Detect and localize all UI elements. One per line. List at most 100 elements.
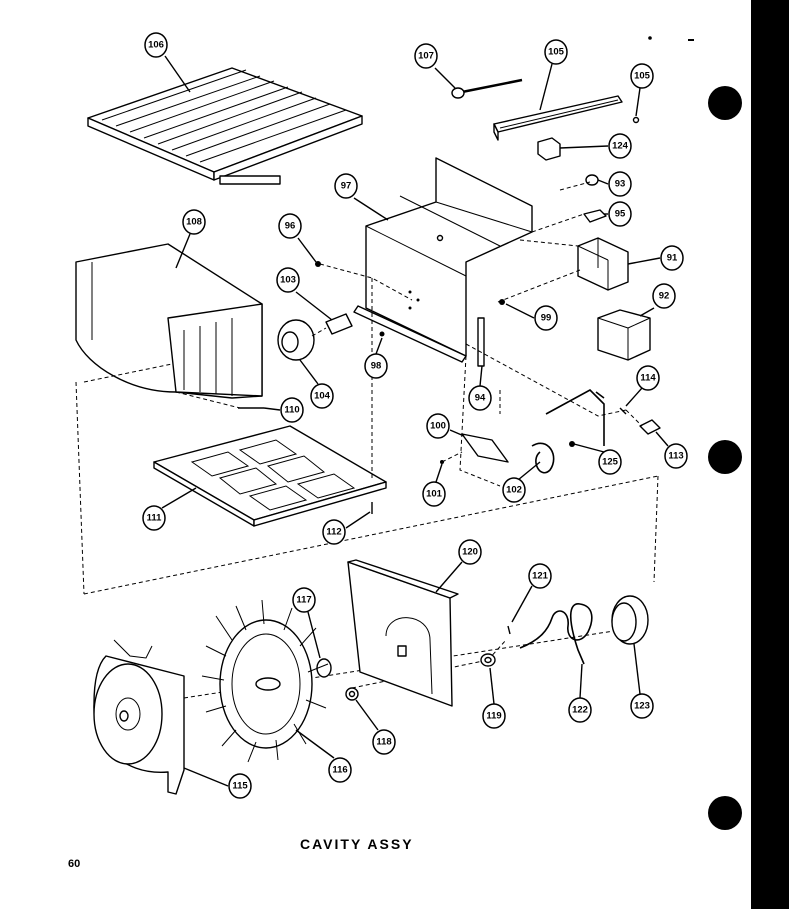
part-screw-121 xyxy=(507,625,511,635)
svg-text:100: 100 xyxy=(430,421,446,432)
callout-108: 108 xyxy=(175,209,206,269)
part-bracket-rail xyxy=(493,95,640,141)
svg-text:101: 101 xyxy=(426,489,443,500)
svg-text:105: 105 xyxy=(634,71,651,82)
svg-text:106: 106 xyxy=(148,40,164,51)
svg-text:121: 121 xyxy=(532,571,549,582)
svg-text:102: 102 xyxy=(506,485,522,496)
callout-106: 106 xyxy=(144,32,191,93)
part-washer-93 xyxy=(585,174,599,186)
callout-101: 101 xyxy=(422,463,446,507)
callout-92: 92 xyxy=(639,283,676,317)
part-screw-98 xyxy=(379,331,385,337)
part-probe xyxy=(451,78,523,99)
callout-105-a: 105 xyxy=(539,39,568,111)
part-screw-99 xyxy=(499,299,505,305)
callout-110: 110 xyxy=(263,397,304,423)
part-bracket-100 xyxy=(461,433,509,463)
svg-text:113: 113 xyxy=(668,451,683,462)
callout-layer: 106 107 105 105 124 93 97 95 108 96 91 1… xyxy=(142,32,688,799)
svg-text:117: 117 xyxy=(296,595,311,606)
svg-text:103: 103 xyxy=(280,275,296,286)
part-back-plate xyxy=(347,559,459,707)
callout-124: 124 xyxy=(559,133,632,159)
svg-text:116: 116 xyxy=(332,765,347,776)
part-wire-102 xyxy=(531,389,605,474)
svg-text:95: 95 xyxy=(615,209,626,220)
svg-text:91: 91 xyxy=(667,253,678,264)
punch-hole-top xyxy=(708,86,742,120)
svg-text:92: 92 xyxy=(659,291,670,302)
svg-text:123: 123 xyxy=(634,701,650,712)
part-washer-119 xyxy=(480,653,496,667)
part-fan-housing xyxy=(93,639,185,795)
svg-text:111: 111 xyxy=(147,513,163,524)
part-air-duct xyxy=(75,243,263,399)
part-cavity-housing xyxy=(353,157,533,363)
part-fan-motor xyxy=(277,319,315,361)
svg-text:96: 96 xyxy=(285,221,296,232)
callout-105-b: 105 xyxy=(630,63,654,117)
svg-text:104: 104 xyxy=(314,391,331,402)
part-cover-123 xyxy=(611,595,649,645)
callout-98: 98 xyxy=(364,337,388,379)
callout-107: 107 xyxy=(414,43,456,89)
callout-119: 119 xyxy=(482,667,506,729)
callout-121: 121 xyxy=(511,563,552,623)
part-coupling-103 xyxy=(325,313,353,335)
callout-114: 114 xyxy=(625,365,660,407)
callout-125: 125 xyxy=(573,443,622,475)
svg-text:97: 97 xyxy=(341,181,352,192)
svg-text:119: 119 xyxy=(486,711,501,722)
part-clip-95 xyxy=(583,209,607,223)
svg-text:118: 118 xyxy=(376,737,391,748)
binder-spine xyxy=(751,0,789,909)
callout-102: 102 xyxy=(502,461,541,503)
callout-122: 122 xyxy=(568,663,592,723)
callout-91: 91 xyxy=(627,245,684,271)
part-rack-grid xyxy=(87,67,363,185)
callout-117: 117 xyxy=(292,587,321,659)
svg-text:114: 114 xyxy=(640,373,656,384)
part-box-92 xyxy=(597,309,651,361)
svg-text:93: 93 xyxy=(615,179,626,190)
part-heater-coil xyxy=(519,603,593,665)
svg-text:112: 112 xyxy=(326,527,341,538)
svg-text:122: 122 xyxy=(572,705,588,716)
callout-113: 113 xyxy=(655,431,688,469)
callout-111: 111 xyxy=(142,487,197,531)
svg-text:107: 107 xyxy=(418,51,434,62)
svg-text:98: 98 xyxy=(371,361,382,372)
part-switch-113 xyxy=(639,419,661,435)
callout-104: 104 xyxy=(299,359,334,409)
callout-103: 103 xyxy=(276,267,333,321)
callout-112: 112 xyxy=(322,511,371,545)
callout-115: 115 xyxy=(183,767,252,799)
svg-text:120: 120 xyxy=(462,547,478,558)
svg-text:124: 124 xyxy=(612,141,629,152)
part-nut-125 xyxy=(569,441,575,447)
svg-text:115: 115 xyxy=(232,781,248,792)
part-screw-96 xyxy=(315,261,321,267)
callout-118: 118 xyxy=(355,699,396,755)
svg-text:99: 99 xyxy=(541,313,552,324)
svg-text:105: 105 xyxy=(548,47,565,58)
callout-120: 120 xyxy=(435,539,482,593)
callout-97: 97 xyxy=(334,173,389,221)
svg-text:125: 125 xyxy=(602,457,619,468)
callout-94: 94 xyxy=(468,365,492,411)
callout-93: 93 xyxy=(597,171,632,197)
callout-95: 95 xyxy=(604,201,632,227)
part-transformer xyxy=(577,237,629,291)
svg-text:110: 110 xyxy=(284,405,299,416)
stray-mark xyxy=(648,36,652,40)
callout-99: 99 xyxy=(505,303,558,331)
part-small-block xyxy=(537,137,561,161)
part-washer-118 xyxy=(345,687,359,701)
punch-hole-bottom xyxy=(708,796,742,830)
part-rod-94 xyxy=(477,317,485,367)
svg-text:108: 108 xyxy=(186,217,202,228)
punch-hole-middle xyxy=(708,440,742,474)
callout-96: 96 xyxy=(278,213,317,263)
